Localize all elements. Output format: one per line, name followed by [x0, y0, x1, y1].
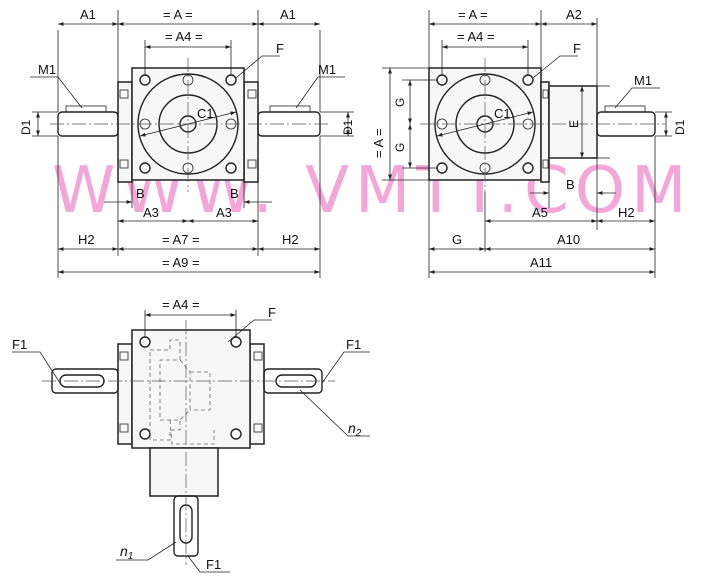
side-m1-label: M1 — [634, 73, 652, 88]
side-h2-label: H2 — [618, 205, 635, 220]
front-h2-right-label: H2 — [282, 232, 299, 247]
front-a1-left-label: A1 — [80, 7, 96, 22]
front-c1-label: C1 — [197, 106, 214, 121]
side-a5-label: A5 — [532, 205, 548, 220]
front-d1-left-label: D1 — [19, 119, 33, 135]
side-a-top-label: = A = — [458, 7, 488, 22]
front-right-keyway — [269, 105, 311, 113]
bottom-f1-bottom-label: F1 — [206, 557, 221, 572]
front-f-label: F — [276, 41, 284, 56]
front-m1-left-label: M1 — [38, 62, 56, 77]
front-h2-left-label: H2 — [78, 232, 95, 247]
front-view: C1 A1 = A = A1 = A4 = F M1 M1 D1 D1 — [19, 7, 355, 278]
side-a2-label: A2 — [566, 7, 582, 22]
front-a-top-label: = A = — [163, 7, 193, 22]
bottom-f1-left-label: F1 — [12, 337, 27, 352]
bottom-output-collar — [149, 447, 219, 497]
front-a3-right-label: A3 — [216, 205, 232, 220]
side-a11-label: A11 — [530, 255, 552, 270]
front-a4-label: = A4 = — [165, 29, 203, 44]
bottom-f-label: F — [268, 305, 276, 320]
bottom-n1-label: n1 — [120, 543, 133, 562]
side-shaft-keyway — [604, 105, 646, 113]
side-c1-label: C1 — [494, 106, 511, 121]
side-a10-label: A10 — [557, 232, 580, 247]
side-output-block — [548, 85, 598, 159]
bottom-view: = A4 = F F1 F1 F1 n2 n1 — [12, 297, 370, 573]
bottom-n2-label: n2 — [348, 420, 362, 439]
side-b-label: B — [566, 177, 575, 192]
bottom-f1-right-label: F1 — [346, 337, 361, 352]
side-f-label: F — [573, 41, 581, 56]
side-view: C1 = A = A2 = A4 = F M1 = A = G G E — [371, 7, 687, 278]
hidden-gear-outline — [149, 339, 215, 445]
front-m1-right-label: M1 — [318, 62, 336, 77]
front-b-right-label: B — [230, 186, 239, 201]
side-e-label: E — [567, 120, 581, 128]
front-b-left-label: B — [136, 186, 145, 201]
side-g-lower-label: G — [393, 143, 407, 152]
front-a9-label: = A9 = — [162, 255, 200, 270]
front-plate-bolt-icon — [119, 89, 257, 169]
front-left-keyway — [65, 105, 107, 113]
front-a7-label: = A7 = — [162, 232, 200, 247]
side-d1-label: D1 — [673, 119, 687, 135]
front-a1-right-label: A1 — [280, 7, 296, 22]
side-a4-label: = A4 = — [457, 29, 495, 44]
front-d1-right-label: D1 — [341, 119, 355, 135]
bottom-a4-label: = A4 = — [162, 297, 200, 312]
side-a-vertical-label: = A = — [371, 128, 386, 158]
side-g-upper-label: G — [393, 98, 407, 107]
side-g-bottom-label: G — [452, 232, 462, 247]
front-a3-left-label: A3 — [143, 205, 159, 220]
